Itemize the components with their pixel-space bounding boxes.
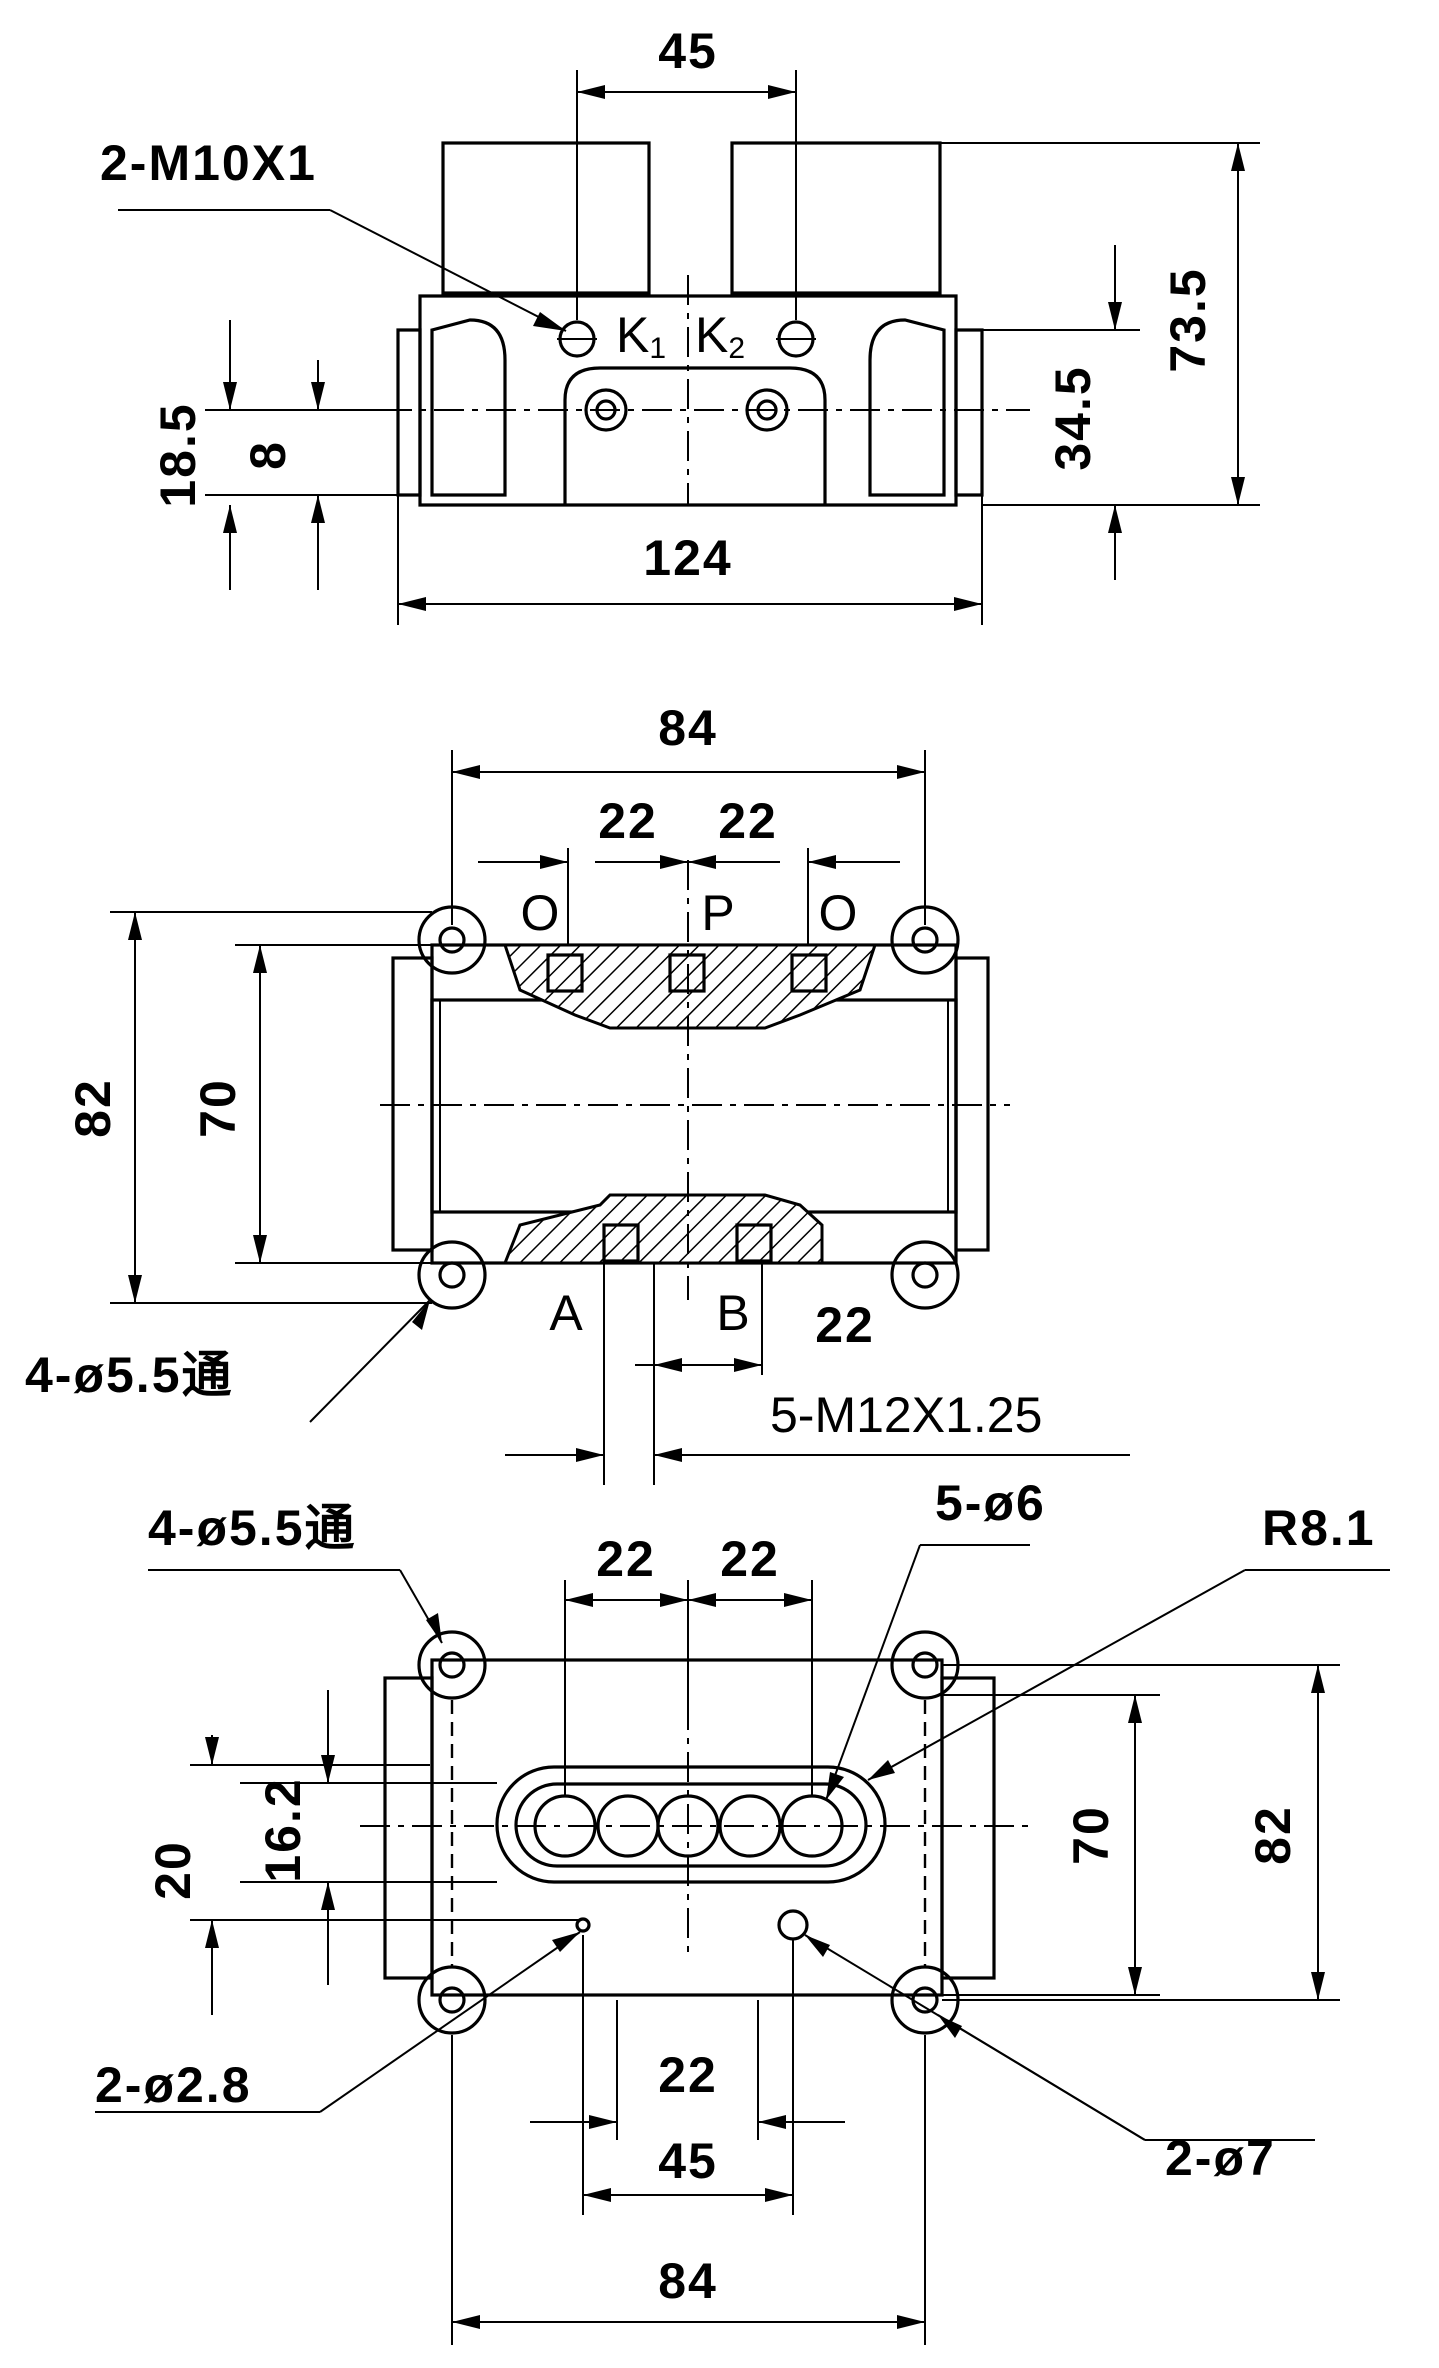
dim-73-5: 73.5 — [1160, 267, 1216, 372]
port-k1-label: K1 — [616, 307, 666, 365]
dim-22-section-left: 22 — [598, 793, 658, 849]
bottom-view: 4-ø5.5通 22 22 5-ø6 R8.1 16.2 — [95, 1475, 1390, 2345]
port-b: B — [716, 1285, 749, 1341]
top-view: 45 2-M10X1 K1 K2 73.5 34.5 18.5 8 — [100, 23, 1260, 625]
port-a: A — [549, 1285, 583, 1341]
dim-70-bottom: 70 — [1063, 1805, 1119, 1865]
dim-84-bottom: 84 — [658, 2253, 718, 2309]
dim-22-bottom: 22 — [658, 2047, 718, 2103]
dim-70-section: 70 — [190, 1078, 246, 1138]
label-holes-bottom: 4-ø5.5通 — [148, 1500, 357, 1556]
label-threads-m12: 5-M12X1.25 — [770, 1387, 1042, 1443]
dim-22-section-lower: 22 — [815, 1297, 875, 1353]
dim-45-top: 45 — [658, 23, 718, 79]
dim-22-bottom-right: 22 — [720, 1531, 780, 1587]
dim-34-5: 34.5 — [1045, 365, 1101, 470]
label-holes-section: 4-ø5.5通 — [25, 1347, 234, 1403]
label-thread-m10: 2-M10X1 — [100, 135, 317, 191]
port-k2-label: K2 — [695, 307, 745, 365]
dim-124: 124 — [643, 530, 732, 586]
dim-82-bottom: 82 — [1245, 1805, 1301, 1865]
dim-22-bottom-left: 22 — [596, 1531, 656, 1587]
label-2-d2-8: 2-ø2.8 — [95, 2057, 252, 2113]
label-r8-1: R8.1 — [1262, 1500, 1376, 1556]
dim-82-section: 82 — [65, 1078, 121, 1138]
dim-84-section: 84 — [658, 700, 718, 756]
dim-22-section-right: 22 — [718, 793, 778, 849]
label-2-d7: 2-ø7 — [1165, 2130, 1276, 2186]
section-view: 84 22 22 O P O A B 82 70 4-ø5.5通 — [25, 700, 1130, 1485]
dim-16-2: 16.2 — [255, 1777, 311, 1882]
dim-8: 8 — [240, 440, 296, 470]
label-5-d6: 5-ø6 — [935, 1475, 1046, 1531]
port-o-left: O — [521, 885, 560, 941]
dim-20: 20 — [145, 1840, 201, 1900]
port-p: P — [701, 885, 734, 941]
dim-18-5: 18.5 — [150, 402, 206, 507]
dim-45-bottom: 45 — [658, 2133, 718, 2189]
port-o-right: O — [819, 885, 858, 941]
